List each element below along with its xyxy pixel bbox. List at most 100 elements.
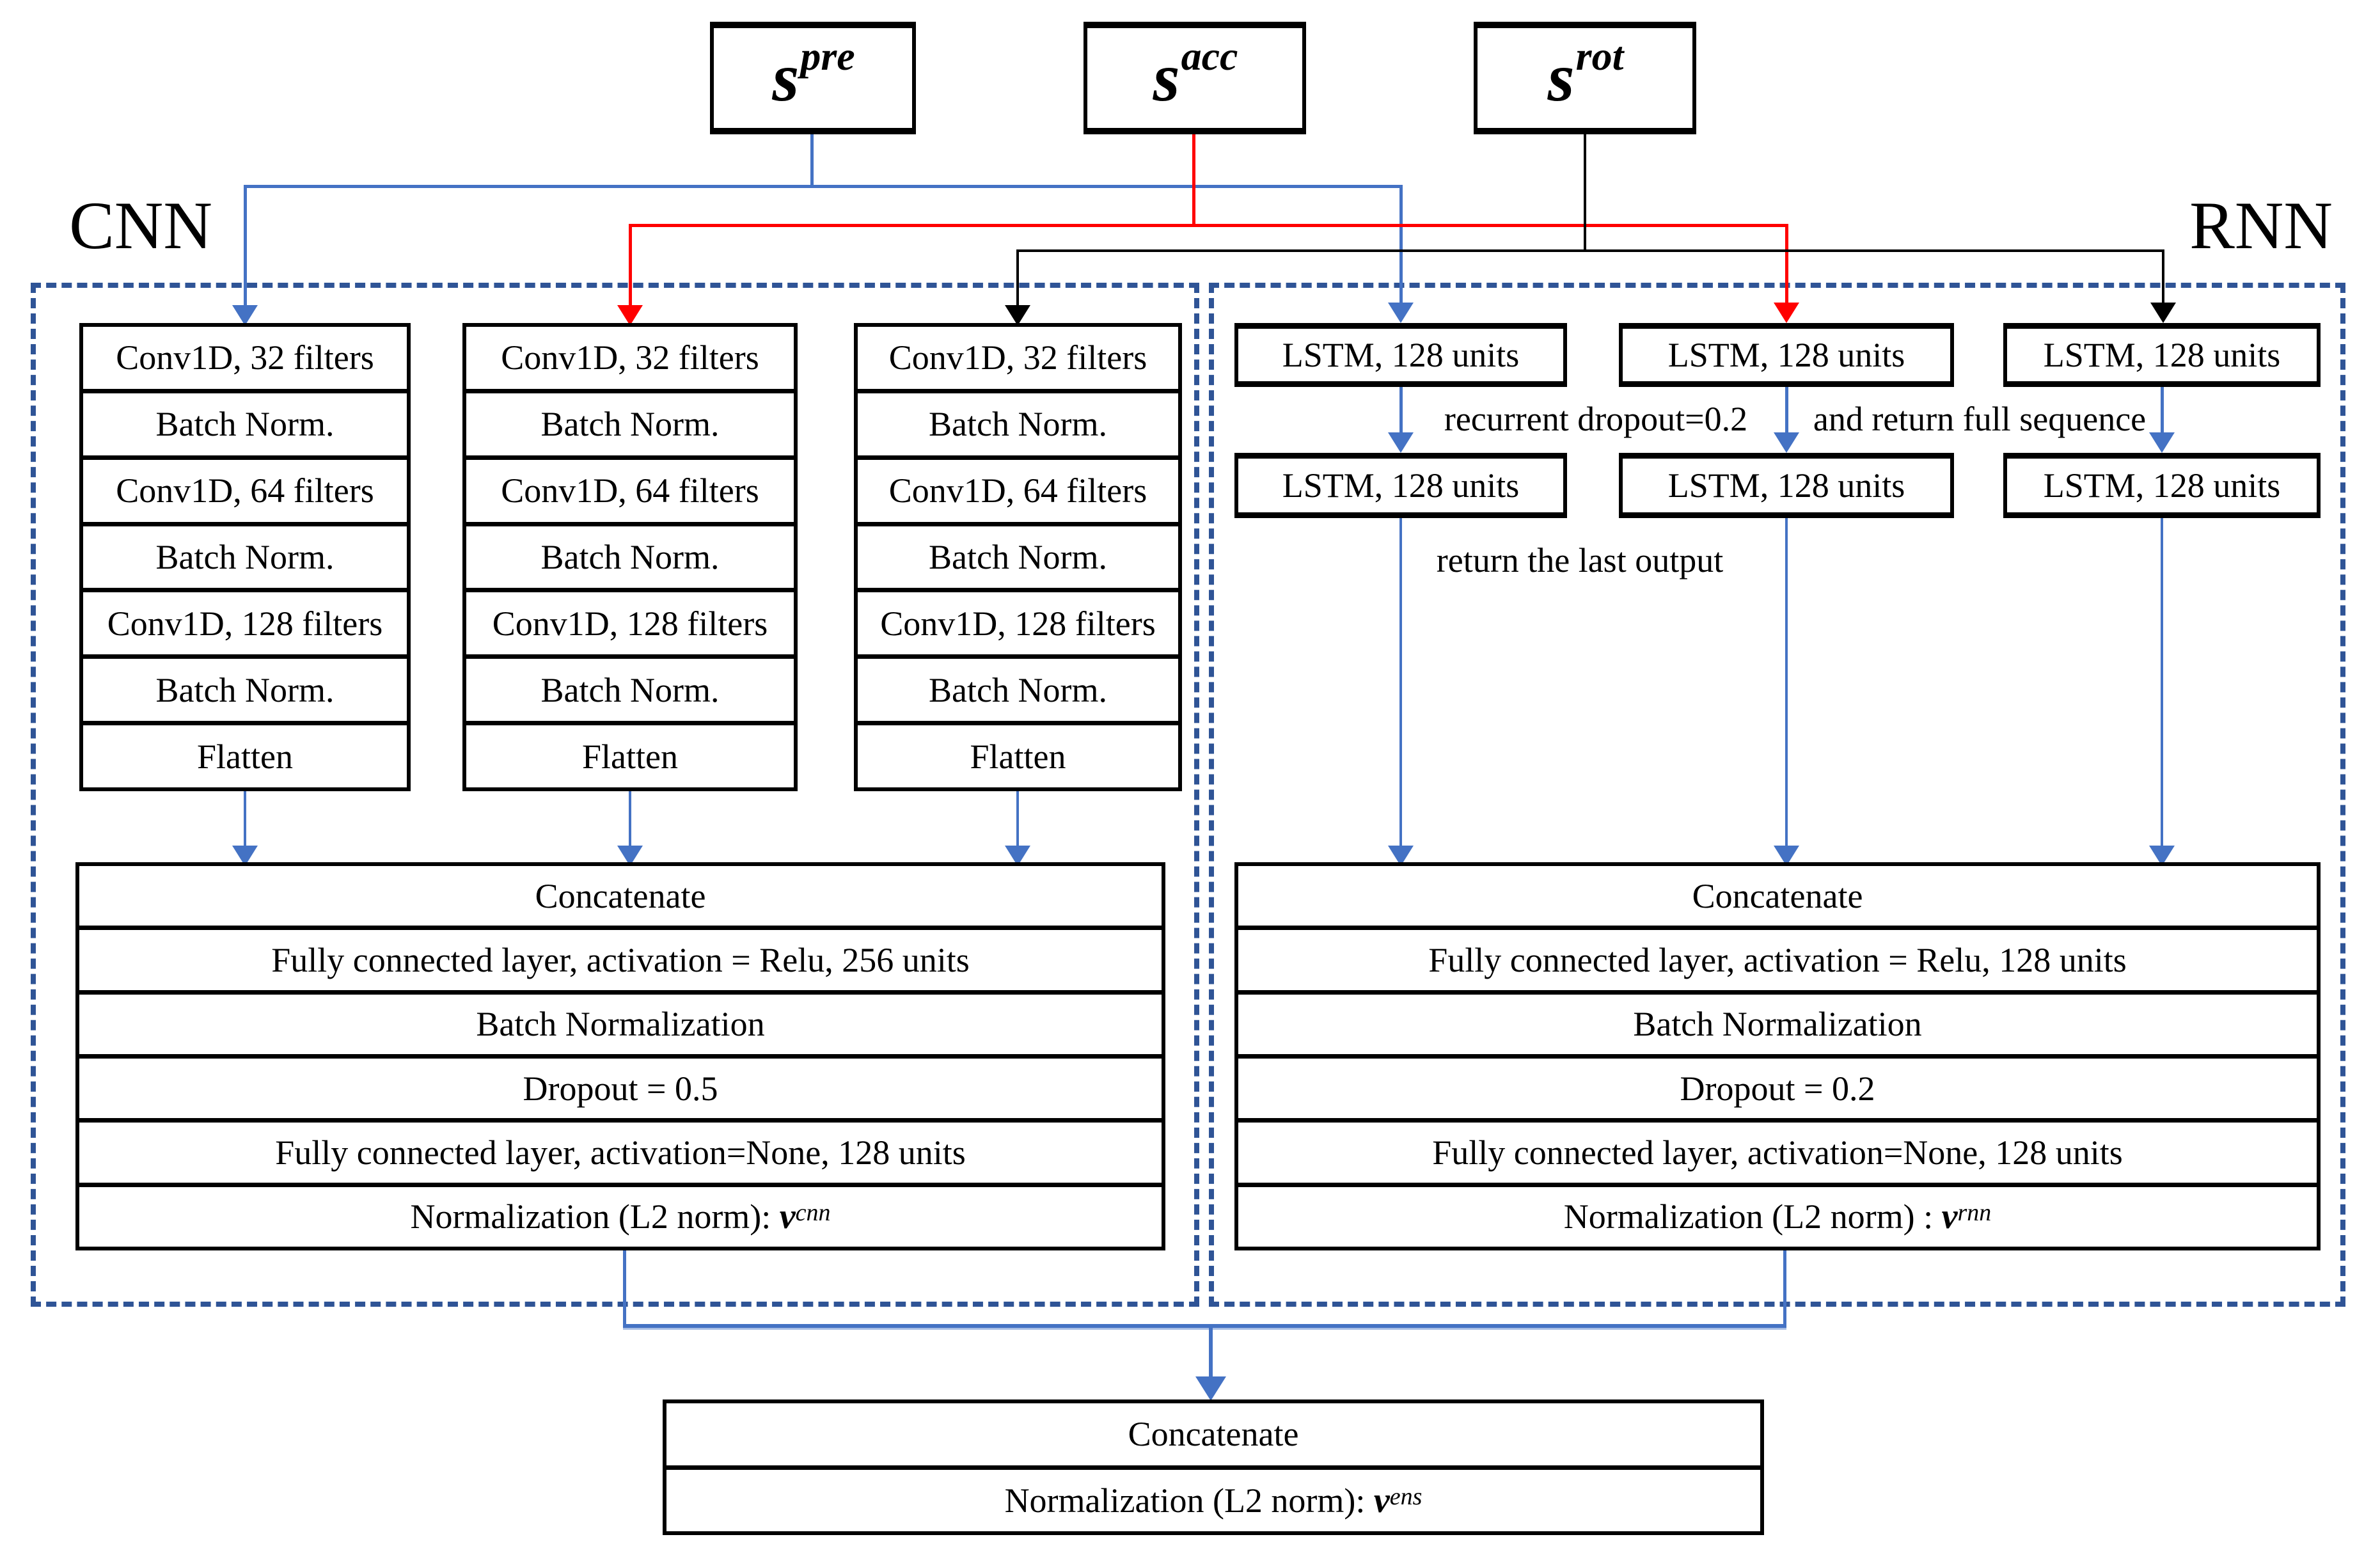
cnn-col3-flatten: Flatten bbox=[970, 737, 1066, 776]
cnn-col2-batchnorm2: Batch Norm. bbox=[466, 526, 794, 593]
lstm2-to-rnnblock-line-a bbox=[1399, 518, 1402, 847]
cnn-col1-batchnorm3: Batch Norm. bbox=[83, 659, 407, 726]
acc-line-vertical bbox=[1192, 134, 1195, 227]
cnn-fc-relu: Fully connected layer, activation = Relu… bbox=[79, 930, 1162, 995]
rot-line-vertical bbox=[1584, 134, 1586, 252]
rot-to-col3-line bbox=[1016, 249, 1019, 308]
cnn-col3-conv32: Conv1D, 32 filters bbox=[858, 327, 1178, 393]
cnn-col3-batchnorm2: Batch Norm. bbox=[858, 526, 1178, 593]
cnn-l2-text: Normalization (L2 norm): bbox=[410, 1197, 771, 1236]
cnn-col2-batchnorm3: Batch Norm. bbox=[466, 659, 794, 726]
input-acc-symbol: s bbox=[1153, 40, 1180, 116]
acc-col2-arrowhead bbox=[617, 305, 643, 326]
cnn-col3-batchnorm1: Batch Norm. bbox=[858, 393, 1178, 460]
merge-horizontal-line bbox=[623, 1324, 1786, 1330]
cnn-head-block: Concatenate Fully connected layer, activ… bbox=[75, 862, 1165, 1250]
cnn-column-1: Conv1D, 32 filters Batch Norm. Conv1D, 6… bbox=[79, 323, 411, 791]
input-rot-superscript: rot bbox=[1575, 33, 1624, 79]
lstm-row1-box1: LSTM, 128 units bbox=[1234, 323, 1567, 387]
cnn-col2-batchnorm1: Batch Norm. bbox=[466, 393, 794, 460]
pre-lstm1-arrowhead bbox=[1388, 303, 1414, 323]
input-acc-superscript: acc bbox=[1181, 33, 1238, 79]
output-l2-text: Normalization (L2 norm): bbox=[1004, 1481, 1366, 1520]
rnn-head-block: Concatenate Fully connected layer, activ… bbox=[1234, 862, 2321, 1250]
cnn-col1-conv128: Conv1D, 128 filters bbox=[83, 592, 407, 659]
cnn-col1-batchnorm1: Batch Norm. bbox=[83, 393, 407, 460]
cnn-exit-line bbox=[623, 1250, 626, 1327]
cnn-col1-flatten: Flatten bbox=[197, 737, 293, 776]
lstm1-to-lstm2-line-b bbox=[1785, 387, 1788, 433]
acc-to-col2-line bbox=[629, 224, 632, 308]
acc-to-lstm2-line bbox=[1785, 224, 1788, 305]
rnn-dropout: Dropout = 0.2 bbox=[1238, 1059, 2317, 1123]
rnn-l2-var: v bbox=[1941, 1197, 1958, 1237]
cnn-column-3: Conv1D, 32 filters Batch Norm. Conv1D, 6… bbox=[854, 323, 1182, 791]
lstm2-to-rnnblock-line-c bbox=[2161, 518, 2163, 847]
output-arrowhead bbox=[1195, 1376, 1226, 1401]
cnn-dropout: Dropout = 0.5 bbox=[79, 1059, 1162, 1123]
cnn-col3-conv128: Conv1D, 128 filters bbox=[858, 592, 1178, 659]
lstm-row1-box2: LSTM, 128 units bbox=[1619, 323, 1954, 387]
cnn-batch-normalization: Batch Normalization bbox=[79, 995, 1162, 1059]
cnn-column-2: Conv1D, 32 filters Batch Norm. Conv1D, 6… bbox=[462, 323, 798, 791]
cnn-col1-conv32: Conv1D, 32 filters bbox=[83, 327, 407, 393]
lstm-row2-box1: LSTM, 128 units bbox=[1234, 453, 1567, 518]
cnn-col1-conv64: Conv1D, 64 filters bbox=[83, 460, 407, 526]
pre-col1-arrowhead bbox=[232, 305, 258, 326]
col1-to-cnnblock-line bbox=[244, 791, 246, 847]
acc-lstm2-arrowhead bbox=[1774, 303, 1799, 323]
input-rot-symbol: s bbox=[1547, 40, 1575, 116]
cnn-col2-conv128: Conv1D, 128 filters bbox=[466, 592, 794, 659]
rot-lstm3-arrowhead bbox=[2150, 303, 2176, 323]
cnn-l2-var: v bbox=[779, 1197, 796, 1237]
cnn-section-label: CNN bbox=[69, 187, 212, 263]
lstm2-arrowhead-a bbox=[1388, 432, 1414, 453]
lstm2-to-rnnblock-line-b bbox=[1785, 518, 1788, 847]
lstm2-arrowhead-b bbox=[1774, 432, 1799, 453]
pre-to-lstm1-line bbox=[1399, 185, 1403, 305]
rnn-dashed-box bbox=[1209, 283, 2345, 1307]
cnn-fc-none: Fully connected layer, activation=None, … bbox=[79, 1123, 1162, 1187]
lstm2-arrowhead-c bbox=[2149, 432, 2175, 453]
pre-line-vertical bbox=[810, 134, 814, 188]
rot-col3-arrowhead bbox=[1005, 305, 1030, 326]
cnn-dashed-box bbox=[31, 283, 1199, 1307]
cnn-col2-flatten: Flatten bbox=[582, 737, 678, 776]
input-pre-symbol: s bbox=[772, 40, 800, 116]
cnn-col3-batchnorm3: Batch Norm. bbox=[858, 659, 1178, 726]
cnn-col3-conv64: Conv1D, 64 filters bbox=[858, 460, 1178, 526]
rnn-fc-none: Fully connected layer, activation=None, … bbox=[1238, 1123, 2317, 1187]
col2-to-cnnblock-line bbox=[629, 791, 631, 847]
output-l2-superscript: ens bbox=[1389, 1483, 1422, 1510]
input-pre-superscript: pre bbox=[800, 33, 855, 79]
rot-line-horizontal bbox=[1016, 249, 2164, 252]
lstm-row2-box3: LSTM, 128 units bbox=[2003, 453, 2321, 518]
rnn-concatenate: Concatenate bbox=[1238, 866, 2317, 931]
rnn-fc-relu: Fully connected layer, activation = Relu… bbox=[1238, 930, 2317, 995]
merge-vertical-line bbox=[1209, 1324, 1213, 1379]
rnn-l2-text: Normalization (L2 norm) : bbox=[1563, 1197, 1934, 1236]
lstm-row1-box3: LSTM, 128 units bbox=[2003, 323, 2321, 387]
cnn-col2-conv32: Conv1D, 32 filters bbox=[466, 327, 794, 393]
lstm-row2-box2: LSTM, 128 units bbox=[1619, 453, 1954, 518]
rnn-exit-line bbox=[1783, 1250, 1786, 1327]
rnn-l2-superscript: rnn bbox=[1957, 1199, 1992, 1227]
lstm1-to-lstm2-line-c bbox=[2161, 387, 2164, 433]
rnn-section-label: RNN bbox=[2189, 187, 2333, 263]
lstm1-to-lstm2-line-a bbox=[1399, 387, 1403, 433]
pre-to-col1-line bbox=[244, 185, 247, 308]
note-return-last-output: return the last output bbox=[1436, 540, 1724, 579]
cnn-l2-superscript: cnn bbox=[795, 1199, 831, 1227]
cnn-col2-conv64: Conv1D, 64 filters bbox=[466, 460, 794, 526]
note-return-full-sequence: and return full sequence bbox=[1813, 399, 2147, 438]
output-concatenate: Concatenate bbox=[666, 1403, 1760, 1470]
output-l2-var: v bbox=[1373, 1480, 1390, 1520]
note-recurrent-dropout: recurrent dropout=0.2 bbox=[1444, 399, 1748, 438]
